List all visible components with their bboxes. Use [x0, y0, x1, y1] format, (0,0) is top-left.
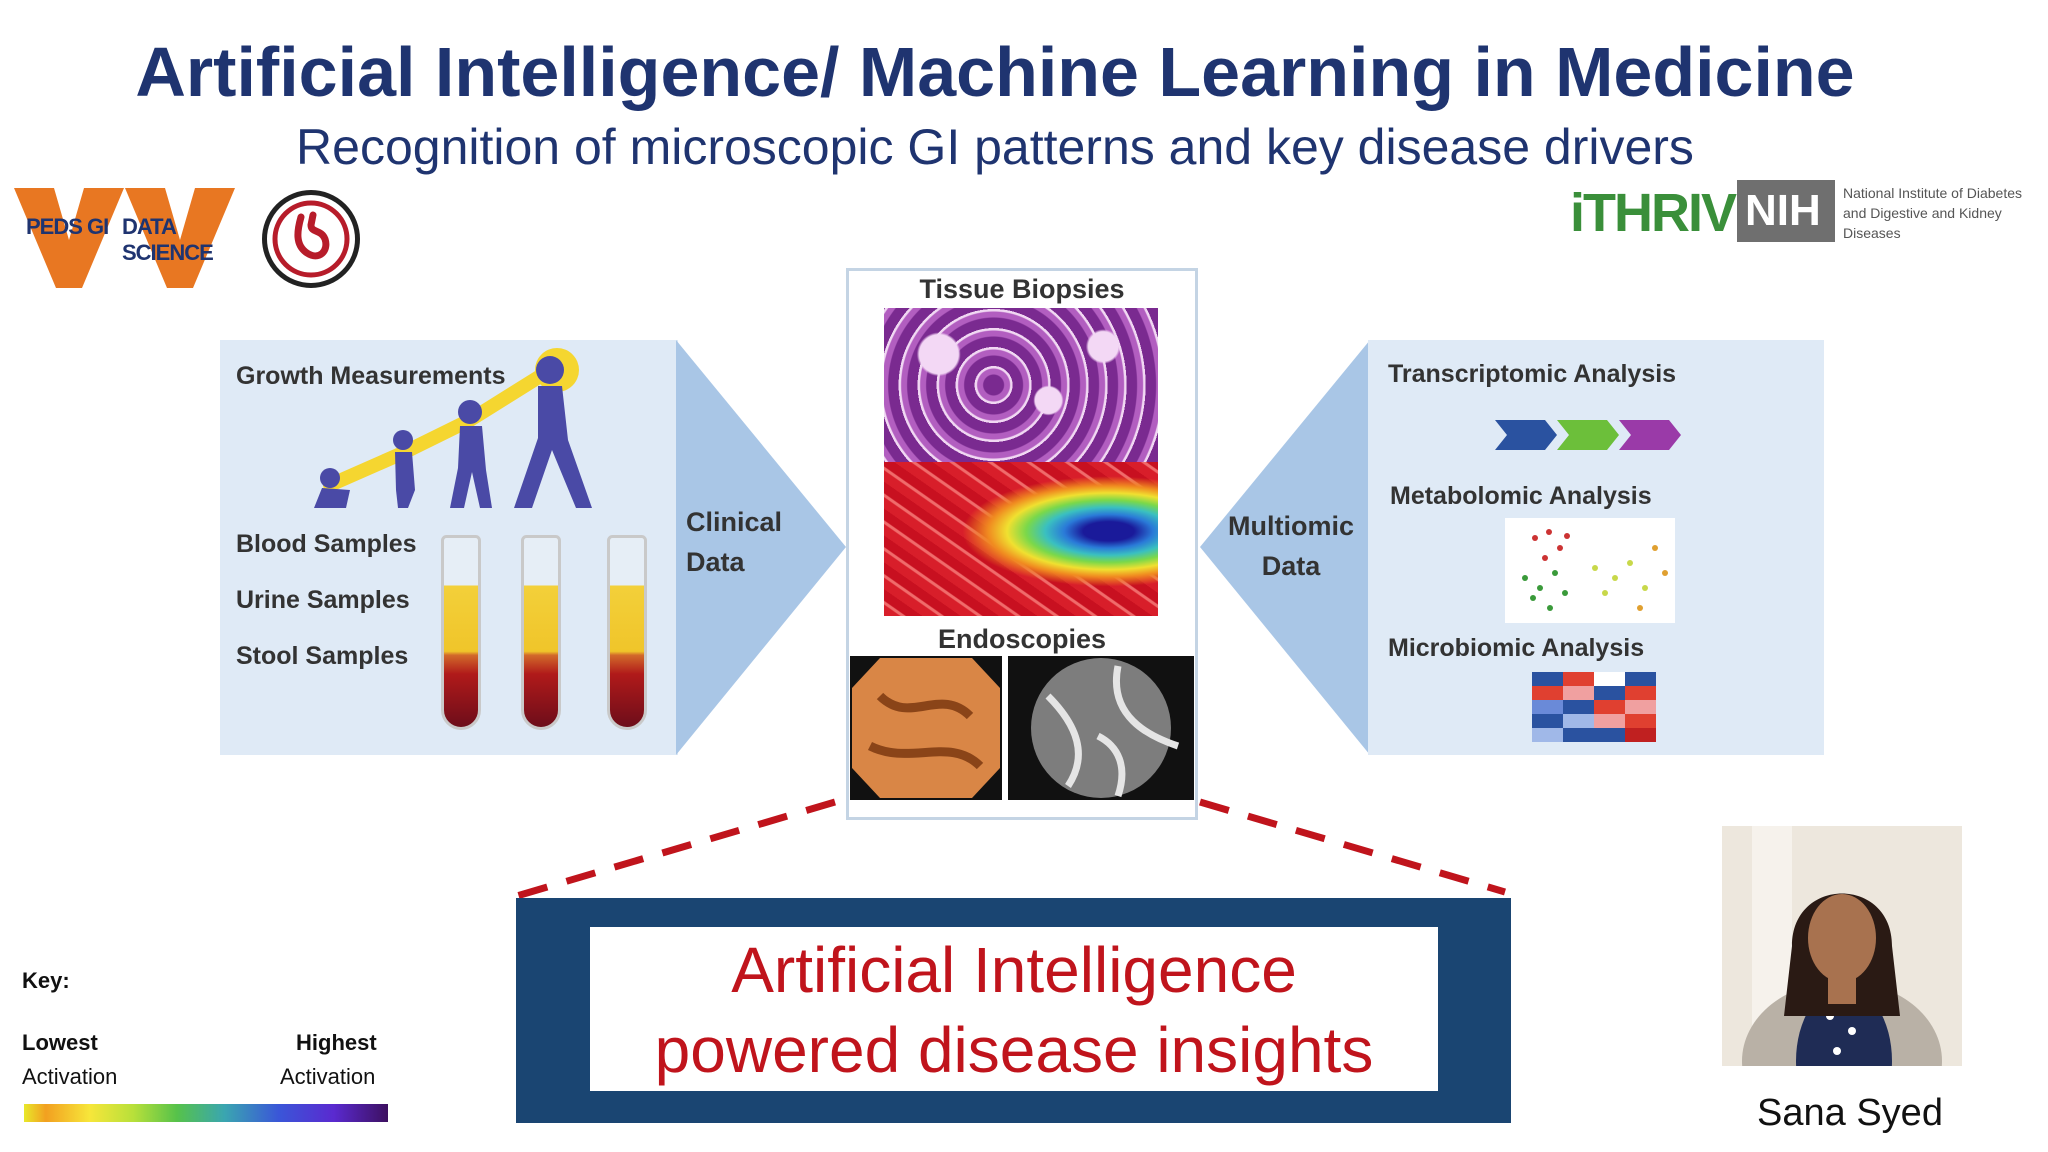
key-lowest-activation-label: Activation [22, 1064, 118, 1089]
tissue-biopsies-label: Tissue Biopsies [919, 274, 1125, 304]
ai-line-2: powered disease insights [654, 1014, 1374, 1086]
tissue-activation-image [884, 462, 1158, 616]
blood-samples-label: Blood Samples [236, 530, 417, 558]
clinical-arrow [676, 340, 846, 755]
key-title: Key: [22, 968, 70, 993]
ai-line-1: Artificial Intelligence [731, 934, 1297, 1006]
key-highest-label: Highest [296, 1030, 377, 1055]
peds-gi-label: PEDS GI [26, 214, 109, 239]
ithriv-logo: iTHRIV [1570, 183, 1737, 243]
nih-institute-label: National Institute of Diabetes and Diges… [1843, 185, 2022, 241]
multiomic-arrow [1200, 340, 1370, 755]
data-science-label: DATA SCIENCE [122, 214, 214, 265]
multiomic-data-label: Multiomic Data [1228, 511, 1354, 581]
transcription-arrows-icon [1495, 420, 1681, 450]
v-shape-icon [125, 188, 235, 288]
slide-subtitle: Recognition of microscopic GI patterns a… [296, 119, 1694, 175]
key-lowest-label: Lowest [22, 1030, 98, 1055]
key-highest-activation-label: Activation [280, 1064, 376, 1089]
nih-logo: NIH [1737, 180, 1835, 242]
ai-banner-inner: Artificial Intelligence powered disease … [590, 927, 1438, 1091]
peds-gi-logo: PEDS GI [14, 180, 124, 290]
metabolomic-label: Metabolomic Analysis [1390, 482, 1652, 510]
microbiomic-heatmap-icon [1532, 672, 1656, 742]
sample-tube-icon [607, 535, 647, 730]
activation-color-scale [24, 1104, 388, 1122]
clinical-data-label: Clinical Data [686, 507, 783, 577]
v-shape-icon [14, 188, 124, 288]
growth-figures-icon [314, 348, 592, 508]
presenter-name: Sana Syed [1757, 1092, 1943, 1134]
growth-measurements-label: Growth Measurements [236, 362, 506, 390]
microbiomic-label: Microbiomic Analysis [1388, 634, 1645, 662]
tissue-biopsy-image [884, 308, 1158, 462]
endoscopy-image-gray [1008, 656, 1194, 800]
endoscopies-label: Endoscopies [937, 624, 1107, 654]
stomach-logo-icon [262, 190, 360, 288]
sample-tube-icon [441, 535, 481, 730]
urine-samples-label: Urine Samples [236, 586, 410, 614]
presenter-photo [1722, 826, 1962, 1066]
transcriptomic-label: Transcriptomic Analysis [1388, 360, 1677, 388]
slide-title: Artificial Intelligence/ Machine Learnin… [135, 33, 1855, 111]
sample-tube-icon [521, 535, 561, 730]
endoscopy-image-color [850, 656, 1002, 800]
data-science-logo: DATA SCIENCE [120, 180, 240, 290]
metabolomic-scatter-icon [1505, 518, 1675, 623]
stool-samples-label: Stool Samples [236, 642, 409, 670]
zoom-dashed-lines [509, 798, 1506, 902]
